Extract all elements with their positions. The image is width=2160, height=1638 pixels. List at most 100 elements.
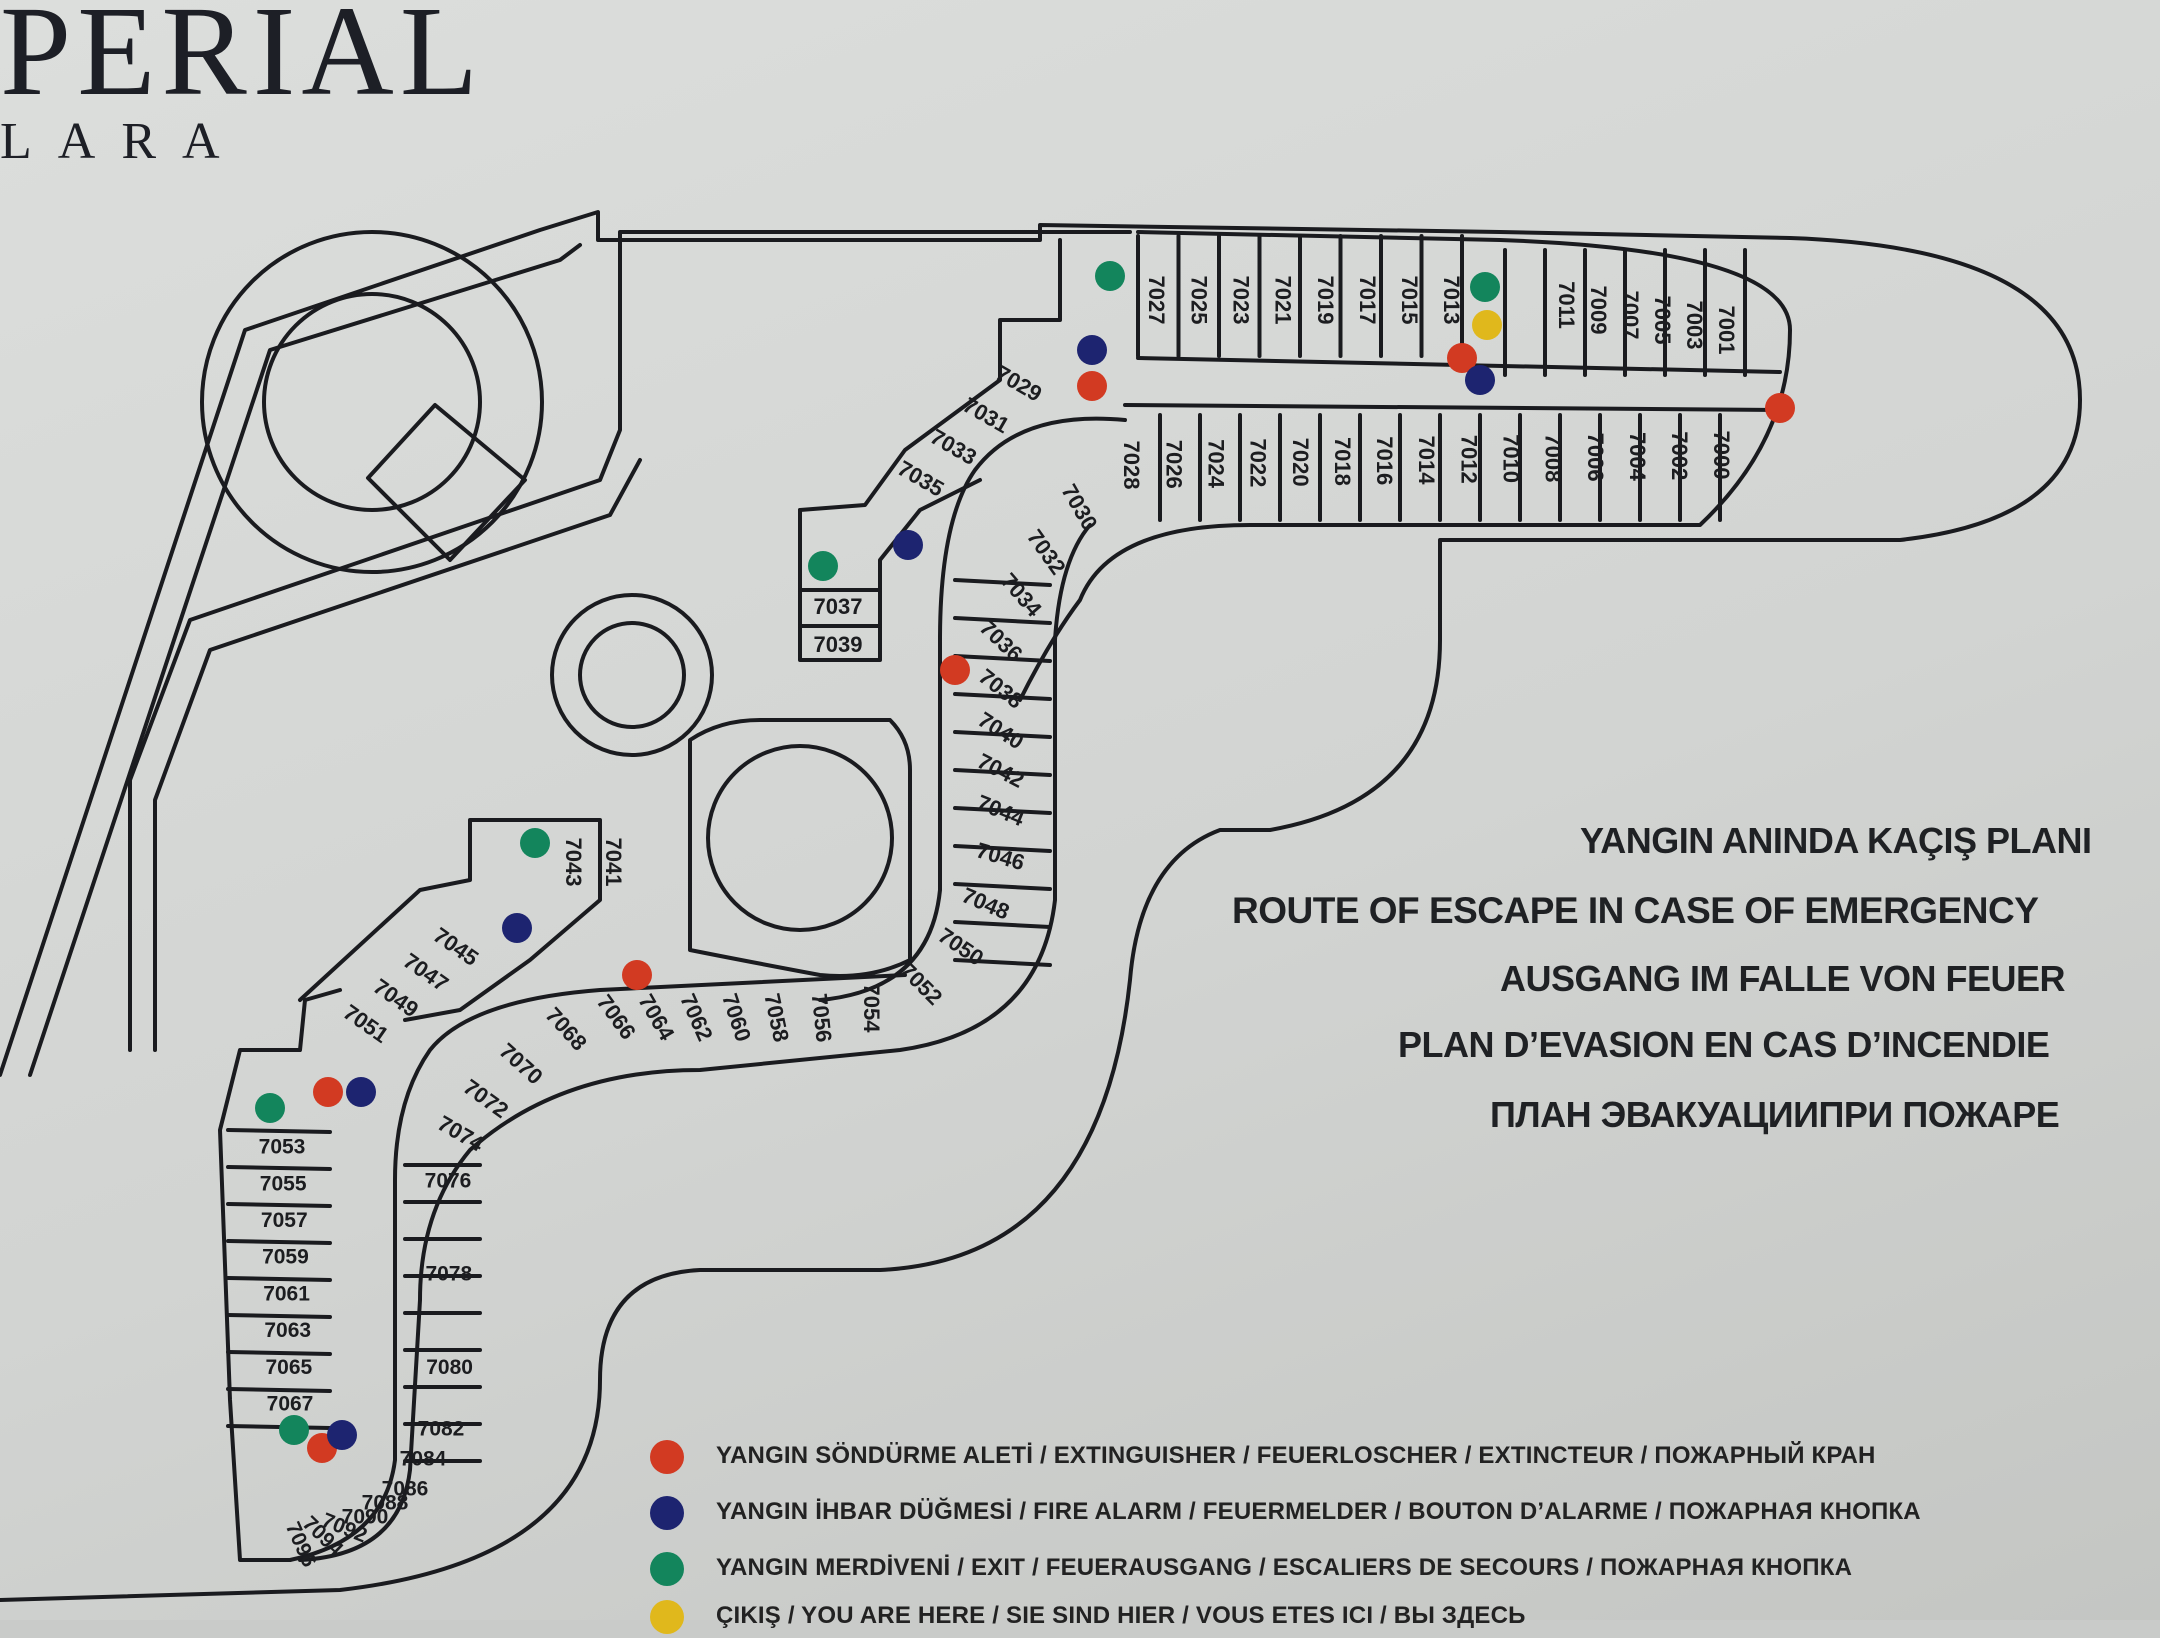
room-number: 7000 — [1709, 431, 1734, 480]
site-boundary — [0, 210, 2082, 1602]
north-wing-corridor-bot — [1123, 403, 1787, 412]
hotel-logo-subtitle: LARA — [0, 113, 246, 170]
room-number: 7052 — [895, 958, 947, 1010]
diag-upper-block — [798, 238, 1062, 512]
room-number: 7001 — [1714, 306, 1739, 355]
fire-alarm-dot-icon — [650, 1496, 684, 1530]
room-number: 7026 — [1161, 440, 1186, 489]
room-number: 7084 — [400, 1448, 447, 1471]
legend-label: YANGIN MERDİVENİ / EXIT / FEUERAUSGANG /… — [716, 1554, 1853, 1581]
room-number: 7065 — [265, 1356, 312, 1379]
room-number: 7072 — [459, 1074, 513, 1123]
room-number: 7054 — [859, 984, 884, 1034]
curve-inner — [288, 973, 907, 1562]
extinguisher-marker — [1765, 393, 1795, 423]
room-number: 7037 — [814, 594, 863, 619]
room-divider — [953, 692, 1052, 701]
room-number: 7042 — [973, 748, 1028, 793]
room-number: 7063 — [264, 1319, 311, 1342]
room-divider — [226, 1350, 332, 1356]
room-divider — [226, 1276, 332, 1282]
room-number: 7046 — [973, 837, 1027, 875]
room-number: 7011 — [1554, 281, 1579, 329]
room-number: 7003 — [1682, 301, 1707, 350]
room-number: 7022 — [1246, 438, 1271, 487]
room-number: 7086 — [382, 1478, 429, 1501]
room-number: 7031 — [959, 392, 1014, 438]
room-number: 7078 — [425, 1263, 472, 1286]
room-number: 7040 — [974, 707, 1029, 754]
room-divider — [953, 654, 1052, 663]
room-number: 7025 — [1186, 276, 1211, 325]
room-number: 7033 — [926, 424, 981, 470]
room-number: 7043 — [561, 838, 586, 887]
extinguisher-dot-icon — [650, 1440, 684, 1474]
exit-marker — [1470, 272, 1500, 302]
room-number: 7090 — [342, 1506, 389, 1529]
roundabout-outer — [200, 230, 544, 574]
room-number: 7023 — [1228, 276, 1253, 325]
room-number: 7048 — [958, 882, 1013, 924]
room-divider — [953, 844, 1052, 853]
room-number: 7032 — [1022, 525, 1071, 579]
room-number: 7017 — [1355, 276, 1380, 325]
room-number: 7055 — [260, 1172, 307, 1195]
room-number: 7029 — [991, 360, 1046, 406]
you-are-here-dot-icon — [650, 1600, 684, 1634]
room-divider — [953, 768, 1052, 777]
room-number: 7007 — [1618, 291, 1643, 340]
room-number: 7060 — [717, 990, 756, 1044]
room-number: 7059 — [262, 1246, 309, 1269]
room-number: 7057 — [261, 1209, 308, 1232]
fire-alarm-marker — [1077, 335, 1107, 365]
room-number: 7024 — [1203, 439, 1228, 489]
room-number: 7021 — [1271, 276, 1296, 325]
north-wing-outer — [818, 416, 1127, 1002]
room-number: 7016 — [1372, 436, 1397, 485]
room-divider — [226, 1387, 332, 1393]
room-number: 7005 — [1650, 296, 1675, 345]
room-number: 7076 — [425, 1170, 472, 1193]
extinguisher-marker — [1077, 371, 1107, 401]
exit-marker — [279, 1415, 309, 1445]
room-number: 7035 — [893, 455, 948, 501]
roundabout-square — [366, 403, 527, 562]
room-number: 7044 — [973, 790, 1028, 832]
fire-alarm-marker — [502, 913, 532, 943]
room-number: 7088 — [362, 1492, 409, 1515]
room-number: 7039 — [814, 632, 863, 657]
room-divider — [953, 578, 1052, 587]
room-number: 7028 — [1119, 441, 1144, 490]
room-number: 7070 — [495, 1038, 548, 1089]
pool — [706, 744, 894, 932]
extinguisher-marker — [313, 1077, 343, 1107]
room-number: 7019 — [1313, 276, 1338, 325]
pool-frame — [688, 718, 912, 978]
extinguisher-marker — [622, 960, 652, 990]
room-number: 7038 — [974, 664, 1028, 714]
room-number: 7053 — [259, 1136, 306, 1159]
legend-label: YANGIN SÖNDÜRME ALETİ / EXTINGUISHER / F… — [716, 1442, 1876, 1469]
room-number: 7034 — [996, 568, 1047, 622]
exit-marker — [808, 551, 838, 581]
room-number: 7066 — [592, 990, 641, 1044]
extinguisher-marker — [940, 655, 970, 685]
fire-alarm-marker — [1465, 365, 1495, 395]
inner-boundary — [28, 243, 582, 1077]
curve-outer — [298, 523, 1092, 1562]
legend-label: ÇIKIŞ / YOU ARE HERE / SIE SIND HIER / V… — [716, 1602, 1526, 1629]
west-block — [218, 988, 342, 1562]
you-are-here-marker — [1472, 310, 1502, 340]
room-number: 7050 — [934, 923, 989, 971]
room-divider — [953, 616, 1052, 625]
exit-marker — [520, 828, 550, 858]
room-number: 7061 — [263, 1282, 310, 1305]
room-number: 7014 — [1414, 436, 1439, 486]
room-number: 7064 — [633, 990, 680, 1046]
room-number: 7062 — [675, 990, 718, 1045]
room-divider — [953, 958, 1052, 967]
room-number: 7082 — [418, 1418, 465, 1441]
room-number: 7018 — [1330, 437, 1355, 486]
room-number: 7012 — [1456, 435, 1481, 484]
